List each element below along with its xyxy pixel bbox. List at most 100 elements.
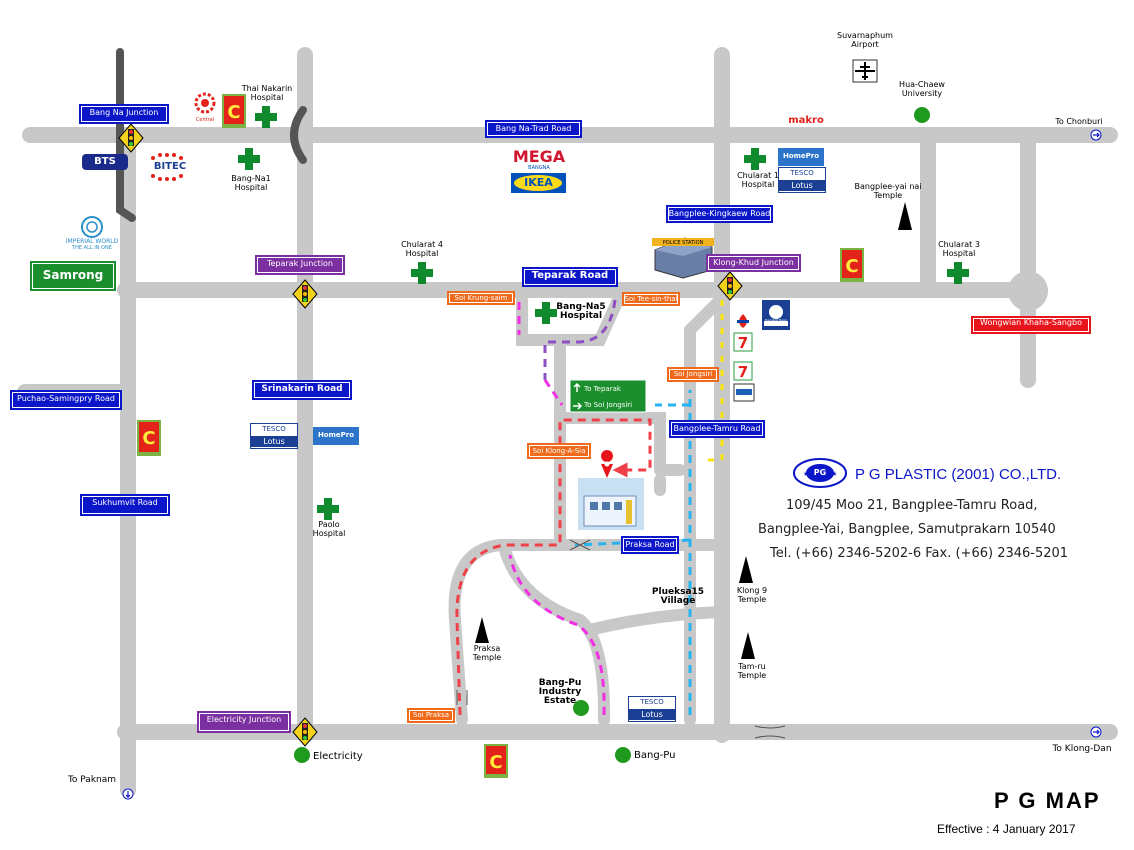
university-marker-icon	[914, 107, 930, 123]
phueksa-label: Plueksa15 Village	[651, 587, 705, 606]
bangplee-temple-label: Bangplee-yai nai Temple	[854, 182, 922, 200]
label-electricity-junction: Electricity Junction	[197, 711, 291, 733]
traffic-light-icon	[118, 123, 144, 153]
imperial-sub-label: THE ALL IN ONE	[72, 245, 112, 251]
electricity-label: Electricity	[313, 751, 363, 762]
lotus-label: Lotus	[629, 709, 675, 720]
bang-na1-label: Bang-Na1 Hospital	[231, 174, 271, 192]
thai-nakarin-label: Thai Nakarin Hospital	[241, 84, 293, 102]
svg-text:7: 7	[738, 363, 748, 381]
praksa-temple-label: Praksa Temple	[472, 644, 502, 662]
svg-text:C: C	[227, 102, 240, 123]
central-label: Central	[195, 117, 215, 123]
temple-icon	[741, 632, 755, 659]
homepro-logo: HomePro	[313, 427, 359, 445]
svg-text:7: 7	[738, 334, 748, 352]
destination-pin-icon	[601, 450, 614, 478]
hospital-icon	[535, 302, 557, 324]
tamru-label: Tam-ru Temple	[737, 662, 767, 680]
police-station-label: POLICE STATION	[662, 240, 704, 246]
hospital-icon	[238, 148, 260, 170]
bridge-marks	[456, 539, 786, 739]
tesco-lotus-logo: TESCO Lotus	[250, 423, 298, 449]
seven-eleven-logo: 7	[733, 332, 753, 352]
hospital-icon	[744, 148, 766, 170]
hospital-icon	[255, 106, 277, 128]
temple-icon	[898, 202, 912, 230]
traffic-light-icon	[292, 279, 318, 309]
homepro-logo: HomePro	[778, 148, 824, 166]
imperial-world-logo	[81, 216, 103, 238]
company-logo: ★ ★	[793, 458, 847, 488]
hospital-icon	[947, 262, 969, 284]
label-srinakarin-road: Srinakarin Road	[252, 380, 352, 400]
sign-teparak-label: To Teparak	[584, 385, 621, 393]
factory-photo	[578, 478, 644, 530]
label-bang-na-junction: Bang Na Junction	[79, 104, 169, 124]
temple-icon	[739, 556, 753, 583]
company-address-line2: Bangplee-Yai, Bangplee, Samutprakarn 105…	[758, 522, 1056, 537]
route-purple	[543, 299, 617, 380]
label-klong-khud-junction: Klong-Khud Junction	[706, 254, 801, 272]
roundabout	[1008, 271, 1048, 311]
tesco-lotus-logo: TESCO Lotus	[628, 696, 676, 722]
label-wongwian: Wongwian Khaha-Sangbo	[971, 316, 1091, 334]
hua-chaew-label: Hua-Chaew University	[899, 80, 945, 98]
imperial-label: IMPERIAL WORLD	[65, 238, 119, 245]
temple-icon	[475, 617, 489, 643]
label-teparak-road: Teparak Road	[522, 267, 618, 287]
mega-label: MEGA	[512, 147, 566, 166]
label-bangplee-kingkaew-road: Bangplee-Kingkaew Road	[666, 205, 773, 223]
label-samrong: Samrong	[30, 261, 116, 291]
label-bang-na-trad-road: Bang Na-Trad Road	[485, 120, 582, 138]
svg-text:★: ★	[803, 470, 809, 478]
homepro-label: HomePro	[782, 152, 820, 160]
lotus-label: Lotus	[251, 436, 297, 447]
label-soi-praksa: Soi Praksa	[407, 708, 455, 723]
route-magenta	[508, 554, 606, 716]
svg-text:C: C	[142, 428, 155, 449]
company-logo-text: PG	[813, 468, 827, 477]
estate-marker-icon	[573, 700, 589, 716]
police-station-icon	[652, 237, 714, 279]
direction-sign	[569, 379, 647, 413]
big-c-logo: C	[222, 94, 246, 128]
label-puchao-road: Puchao-Samingpry Road	[10, 390, 122, 410]
to-chonburi-label: To Chonburi	[1055, 117, 1103, 126]
bang-na-flyover	[290, 106, 307, 164]
company-address-line1: 109/45 Moo 21, Bangplee-Tamru Road,	[786, 498, 1038, 513]
tesco-lotus-logo: TESCO Lotus	[778, 167, 826, 193]
chularat4-label: Chularat 4 Hospital	[401, 240, 443, 258]
map-title: P G MAP	[994, 788, 1101, 813]
bangpu-marker-icon	[615, 747, 631, 763]
traffic-light-icon	[717, 271, 743, 301]
electricity-marker-icon	[294, 747, 310, 763]
big-c-logo: C	[137, 420, 161, 456]
airport-label: Suvarnaphum Airport	[837, 31, 893, 49]
bitec-logo	[151, 153, 183, 181]
label-praksa-road: Praksa Road	[621, 536, 679, 554]
makro-label: makro	[788, 115, 824, 126]
road-soi-praksa	[448, 539, 506, 726]
central-logo	[194, 92, 216, 114]
lotus-label: Lotus	[779, 180, 825, 191]
sign-jongsiri-label: To Soi Jongsiri	[584, 401, 633, 409]
label-bts: BTS	[82, 154, 128, 170]
company-name: P G PLASTIC (2001) CO.,LTD.	[855, 466, 1062, 483]
ikea-label: IKEA	[524, 176, 553, 189]
tesco-label: TESCO	[262, 425, 286, 433]
bangkok-bank-logo	[762, 300, 790, 330]
svg-text:C: C	[845, 256, 858, 277]
traffic-light-icon	[292, 717, 318, 747]
label-teparak-junction: Teparak Junction	[255, 255, 345, 275]
homepro-label: HomePro	[317, 431, 355, 439]
ptt-logo	[734, 312, 752, 330]
ikea-logo	[511, 173, 566, 193]
svg-text:★: ★	[831, 470, 837, 478]
chularat1-label: Chularat 1 Hospital	[737, 171, 779, 189]
hospital-icon	[411, 262, 433, 284]
bangpu-estate-label: Bang-Pu Industry Estate	[538, 678, 582, 706]
label-bangplee-tamru-road: Bangplee-Tamru Road	[669, 420, 765, 438]
tesco-label: TESCO	[640, 698, 664, 706]
seven-eleven-logo: 7	[733, 361, 753, 381]
